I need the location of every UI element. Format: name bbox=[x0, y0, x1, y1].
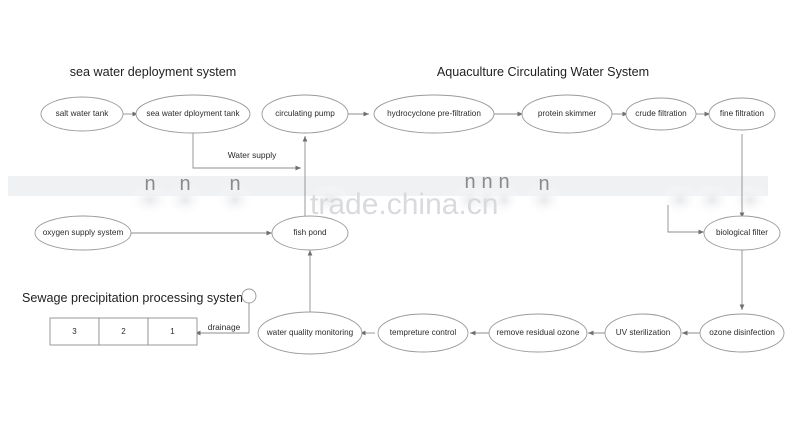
watermark-ghost-glyphs: n n n n n n n bbox=[144, 171, 549, 195]
watermark-ghost-glyph: n bbox=[498, 171, 509, 193]
node-circulating-pump[interactable]: circulating pump bbox=[261, 94, 349, 134]
sewage-tank-label: 3 bbox=[72, 327, 77, 336]
sewage-tank-cell[interactable] bbox=[98, 317, 149, 346]
node-label: crude filtration bbox=[635, 109, 687, 118]
node-hydrocyclone-pre-filtration[interactable]: hydrocyclone pre-filtration bbox=[373, 94, 495, 134]
node-salt-water-tank[interactable]: salt water tank bbox=[40, 96, 124, 132]
node-water-quality-monitoring[interactable]: water quality monitoring bbox=[257, 311, 363, 355]
node-label: oxygen supply system bbox=[43, 228, 124, 237]
node-oxygen-supply-system[interactable]: oxygen supply system bbox=[34, 215, 132, 251]
edge-label-drainage: drainage bbox=[208, 322, 241, 332]
edges: Water supply drainage bbox=[122, 111, 745, 336]
node-crude-filtration[interactable]: crude filtration bbox=[625, 97, 697, 131]
title-sewage-precipitation-processing-system: Sewage precipitation processing system bbox=[22, 291, 247, 305]
node-temperature-control[interactable]: tempreture control bbox=[377, 313, 469, 353]
watermark-ghost-glyph: n bbox=[464, 171, 475, 193]
node-biological-filter[interactable]: biological filter bbox=[703, 215, 781, 251]
edge-label-water-supply: Water supply bbox=[228, 150, 277, 160]
node-label: protein skimmer bbox=[538, 109, 597, 118]
sewage-tank-cell[interactable] bbox=[147, 317, 198, 346]
node-fine-filtration[interactable]: fine filtration bbox=[708, 97, 776, 131]
node-label: remove residual ozone bbox=[497, 328, 580, 337]
node-protein-skimmer[interactable]: protein skimmer bbox=[521, 94, 613, 134]
edge-side-feed-biological bbox=[667, 205, 705, 235]
watermark-ghost-glyph: n bbox=[229, 173, 240, 195]
node-label: sea water dployment tank bbox=[146, 109, 240, 118]
sewage-marker bbox=[241, 288, 257, 304]
node-ozone-disinfection[interactable]: ozone disinfection bbox=[699, 313, 785, 353]
node-label: circulating pump bbox=[275, 109, 335, 118]
node-uv-sterilization[interactable]: UV sterilization bbox=[604, 313, 682, 353]
node-label: hydrocyclone pre-filtration bbox=[387, 109, 481, 118]
node-label: water quality monitoring bbox=[266, 328, 354, 337]
sewage-tank-label: 1 bbox=[170, 327, 175, 336]
node-label: UV sterilization bbox=[616, 328, 671, 337]
node-label: ozone disinfection bbox=[709, 328, 775, 337]
node-remove-residual-ozone[interactable]: remove residual ozone bbox=[488, 313, 588, 353]
node-sea-water-deployment-tank[interactable]: sea water dployment tank bbox=[135, 94, 251, 134]
title-sea-water-deployment-system: sea water deployment system bbox=[70, 65, 237, 79]
watermark-ghost-glyph: n bbox=[179, 173, 190, 195]
node-label: fine filtration bbox=[720, 109, 765, 118]
site-watermark: trade.china.cn bbox=[310, 188, 498, 221]
watermark-ghost-glyph: n bbox=[144, 173, 155, 195]
node-label: salt water tank bbox=[56, 109, 110, 118]
watermark-erasure-band bbox=[8, 176, 770, 216]
sewage-tank-row: 3 2 1 bbox=[49, 317, 198, 346]
title-aquaculture-circulating-water-system: Aquaculture Circulating Water System bbox=[437, 65, 649, 79]
node-fish-pond[interactable]: fish pond bbox=[271, 215, 349, 251]
watermark-ghost-glyph: n bbox=[538, 173, 549, 195]
node-label: fish pond bbox=[293, 228, 327, 237]
node-label: tempreture control bbox=[390, 328, 457, 337]
node-label: biological filter bbox=[716, 228, 768, 237]
watermark-ghost-glyph: n bbox=[481, 171, 492, 193]
sewage-tank-cell[interactable] bbox=[49, 317, 100, 346]
edge-water-supply bbox=[192, 130, 302, 171]
sewage-tank-label: 2 bbox=[121, 327, 126, 336]
